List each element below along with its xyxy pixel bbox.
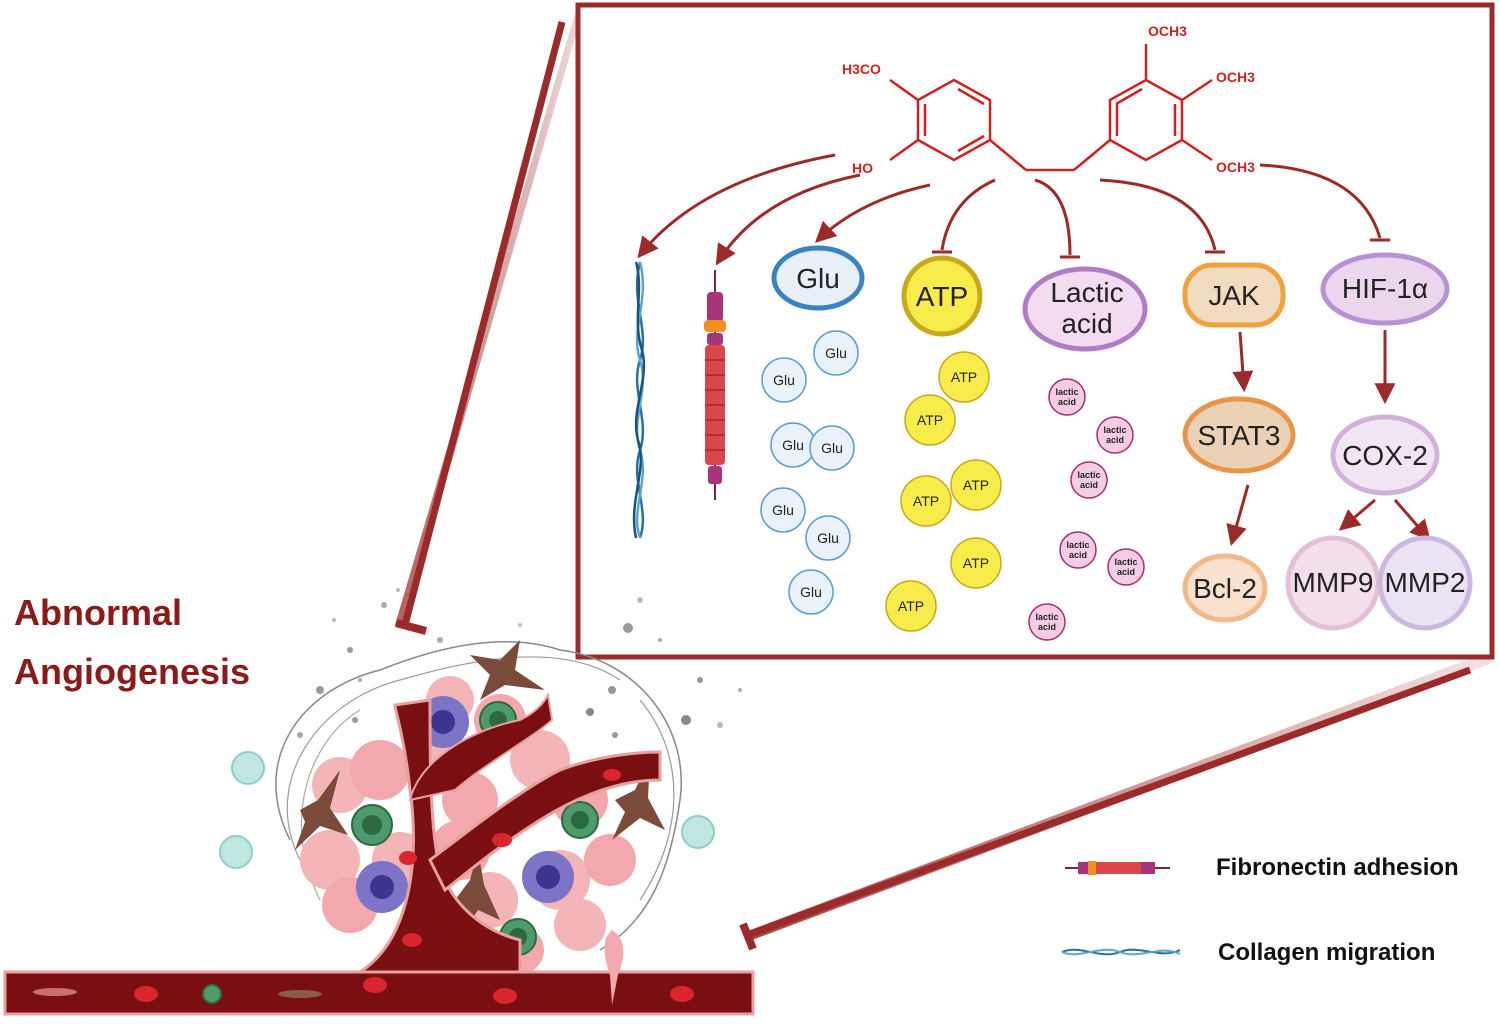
mmp9-label: MMP9: [1293, 567, 1374, 598]
chemical-structure: [889, 44, 1213, 172]
arrow-jak-stat3: [1232, 331, 1254, 393]
bcl2-node: [1182, 553, 1268, 623]
arrow-glu: [814, 183, 931, 243]
mmp2-node: [1377, 535, 1473, 631]
h3co-label: H3CO: [842, 61, 881, 77]
och3-top-label: OCH3: [1148, 23, 1187, 39]
glu-molecule-label: Glu: [821, 440, 843, 456]
zoom-beam-left: [395, 10, 583, 625]
atp-target: [901, 255, 983, 337]
lactic-molecules: lactic acid lactic acid lactic acid lact…: [1028, 378, 1145, 641]
bcl2-label: Bcl-2: [1193, 573, 1257, 604]
atp-molecule-label: ATP: [951, 369, 977, 385]
blood-vessel: [3, 692, 755, 1016]
title-line-1: Abnormal: [14, 592, 182, 633]
jak-label: JAK: [1208, 280, 1260, 311]
glu-molecules: Glu Glu Glu Glu Glu Glu Glu: [760, 330, 859, 615]
inhibit-hif: [1259, 163, 1382, 239]
legend-fibronectin-label: Fibronectin adhesion: [1216, 854, 1459, 881]
legend-collagen-label: Collagen migration: [1218, 939, 1435, 966]
lactic-molecule-label: lactic: [1055, 387, 1078, 397]
ho-label: HO: [852, 160, 873, 176]
cox2-node: [1330, 414, 1440, 496]
lactic-molecule-label: acid: [1117, 567, 1135, 577]
inhibit-lactic: [1034, 178, 1072, 256]
lactic-molecule-label: acid: [1106, 435, 1124, 445]
inhibit-atp: [940, 178, 996, 251]
hif-node: [1320, 252, 1450, 326]
stat3-label: STAT3: [1198, 420, 1281, 451]
lactic-molecule-label: acid: [1069, 550, 1087, 560]
compound-arrows: [637, 153, 1390, 266]
glu-molecule-label: Glu: [817, 530, 839, 546]
fibronectin-molecule: [704, 270, 726, 500]
lactic-molecule-label: lactic: [1035, 612, 1058, 622]
mmp2-label: MMP2: [1385, 567, 1466, 598]
atp-molecules: ATP ATP ATP ATP ATP ATP: [885, 351, 1002, 632]
lactic-molecule-label: lactic: [1077, 470, 1100, 480]
legend-collagen-swatch: [1061, 948, 1181, 956]
arrow-cox2-mmp2: [1393, 499, 1431, 542]
och3-bottom-label: OCH3: [1216, 159, 1255, 175]
glu-molecule-label: Glu: [773, 372, 795, 388]
hif-label: HIF-1α: [1342, 273, 1428, 304]
title-line-2: Angiogenesis: [14, 651, 250, 692]
lactic-target-label-2: acid: [1061, 308, 1112, 339]
glu-target: [771, 245, 865, 311]
stat3-node: [1182, 396, 1296, 474]
atp-molecule-label: ATP: [963, 477, 989, 493]
atp-target-label: ATP: [916, 281, 968, 312]
glu-target-label: Glu: [796, 263, 840, 294]
lactic-molecule-label: lactic: [1103, 425, 1126, 435]
glu-molecule-label: Glu: [800, 584, 822, 600]
legend-fibronectin-swatch: [1065, 861, 1170, 875]
arrow-stat3-bcl2: [1226, 484, 1250, 547]
arrow-collagen: [637, 153, 836, 259]
lactic-acid-target: [1022, 266, 1148, 352]
atp-molecule-label: ATP: [898, 598, 924, 614]
atp-molecule-label: ATP: [917, 412, 943, 428]
cox2-label: COX-2: [1342, 440, 1428, 471]
och3-mid-label: OCH3: [1216, 69, 1255, 85]
collagen-fiber: [632, 261, 646, 539]
lactic-molecule-label: acid: [1080, 480, 1098, 490]
atp-molecule-label: ATP: [913, 493, 939, 509]
inhibition-marker-vessel: [739, 666, 1472, 951]
inhibition-marker-tissue-top: [394, 21, 566, 635]
lactic-molecule-label: lactic: [1114, 557, 1137, 567]
glu-molecule-label: Glu: [825, 345, 847, 361]
arrow-cox2-mmp9: [1338, 498, 1376, 531]
arrow-fibronectin: [715, 173, 861, 266]
glu-molecule-label: Glu: [772, 502, 794, 518]
lactic-molecule-label: acid: [1038, 622, 1056, 632]
glu-molecule-label: Glu: [782, 437, 804, 453]
lactic-target-label-1: Lactic: [1050, 277, 1123, 308]
jak-node: [1182, 262, 1286, 328]
lactic-molecule-label: acid: [1058, 397, 1076, 407]
legend: Fibronectin adhesion Collagen migration: [1061, 854, 1459, 966]
inhibit-jak: [1099, 178, 1217, 251]
lactic-molecule-label: lactic: [1066, 540, 1089, 550]
atp-molecule-label: ATP: [963, 555, 989, 571]
